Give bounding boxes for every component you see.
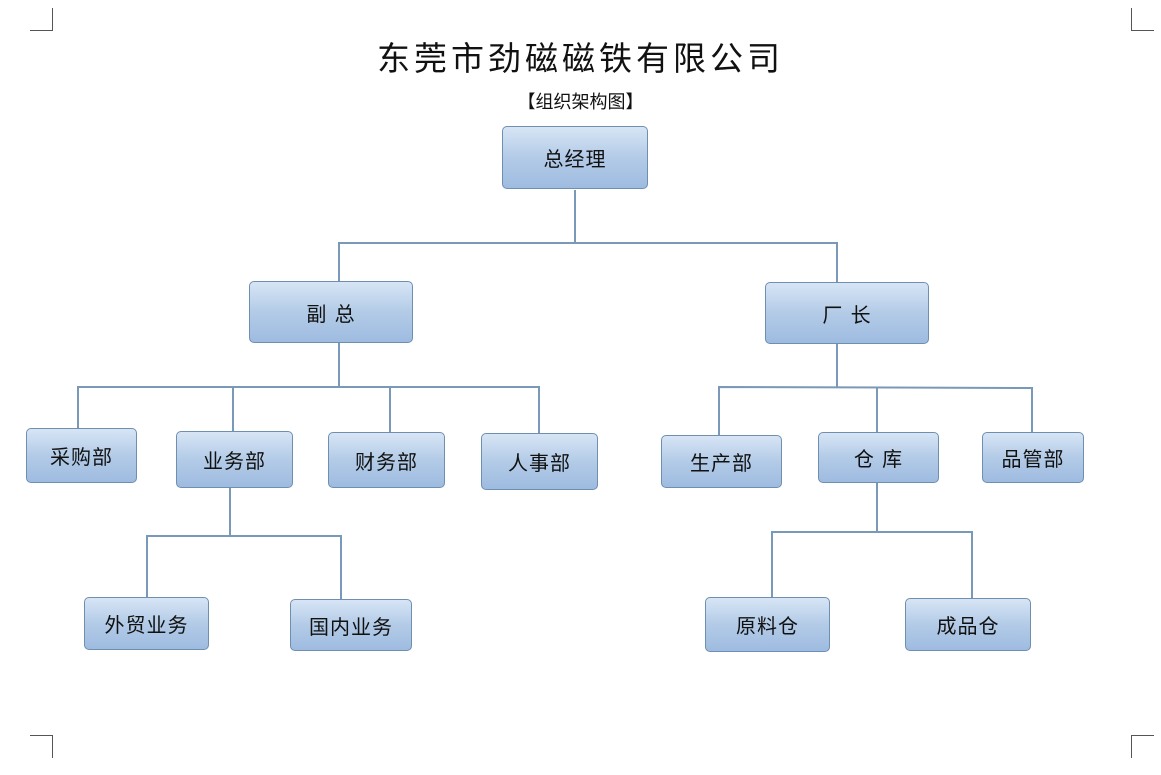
node-warehouse: 仓 库 xyxy=(818,432,939,483)
connector-vice-bus xyxy=(77,386,540,433)
node-foreign-trade: 外贸业务 xyxy=(84,597,209,650)
node-hr-dept: 人事部 xyxy=(481,433,598,490)
node-factory-manager: 厂 长 xyxy=(765,282,929,344)
connector-sales-bus xyxy=(146,535,342,599)
node-sales-dept: 业务部 xyxy=(176,431,293,488)
corner-mark-bottom-left xyxy=(30,735,53,758)
connector-warehouse-bus xyxy=(771,531,973,598)
node-finished-goods-warehouse: 成品仓 xyxy=(905,598,1031,651)
node-vice-general-manager: 副 总 xyxy=(249,281,413,343)
node-general-manager: 总经理 xyxy=(502,126,648,189)
connector-factory-bus xyxy=(718,385,1033,435)
company-title: 东莞市劲磁磁铁有限公司 xyxy=(377,39,784,78)
node-quality-dept: 品管部 xyxy=(982,432,1084,483)
corner-mark-top-right xyxy=(1131,8,1154,31)
connector-managers-bus xyxy=(338,242,838,282)
chart-subtitle: 【组织架构图】 xyxy=(517,92,644,113)
corner-mark-bottom-right xyxy=(1131,735,1154,758)
node-purchasing-dept: 采购部 xyxy=(26,428,137,483)
corner-mark-top-left xyxy=(30,8,53,31)
node-raw-material-warehouse: 原料仓 xyxy=(705,597,830,652)
node-finance-dept: 财务部 xyxy=(328,432,445,488)
node-production-dept: 生产部 xyxy=(661,435,782,488)
node-domestic-business: 国内业务 xyxy=(290,599,412,651)
